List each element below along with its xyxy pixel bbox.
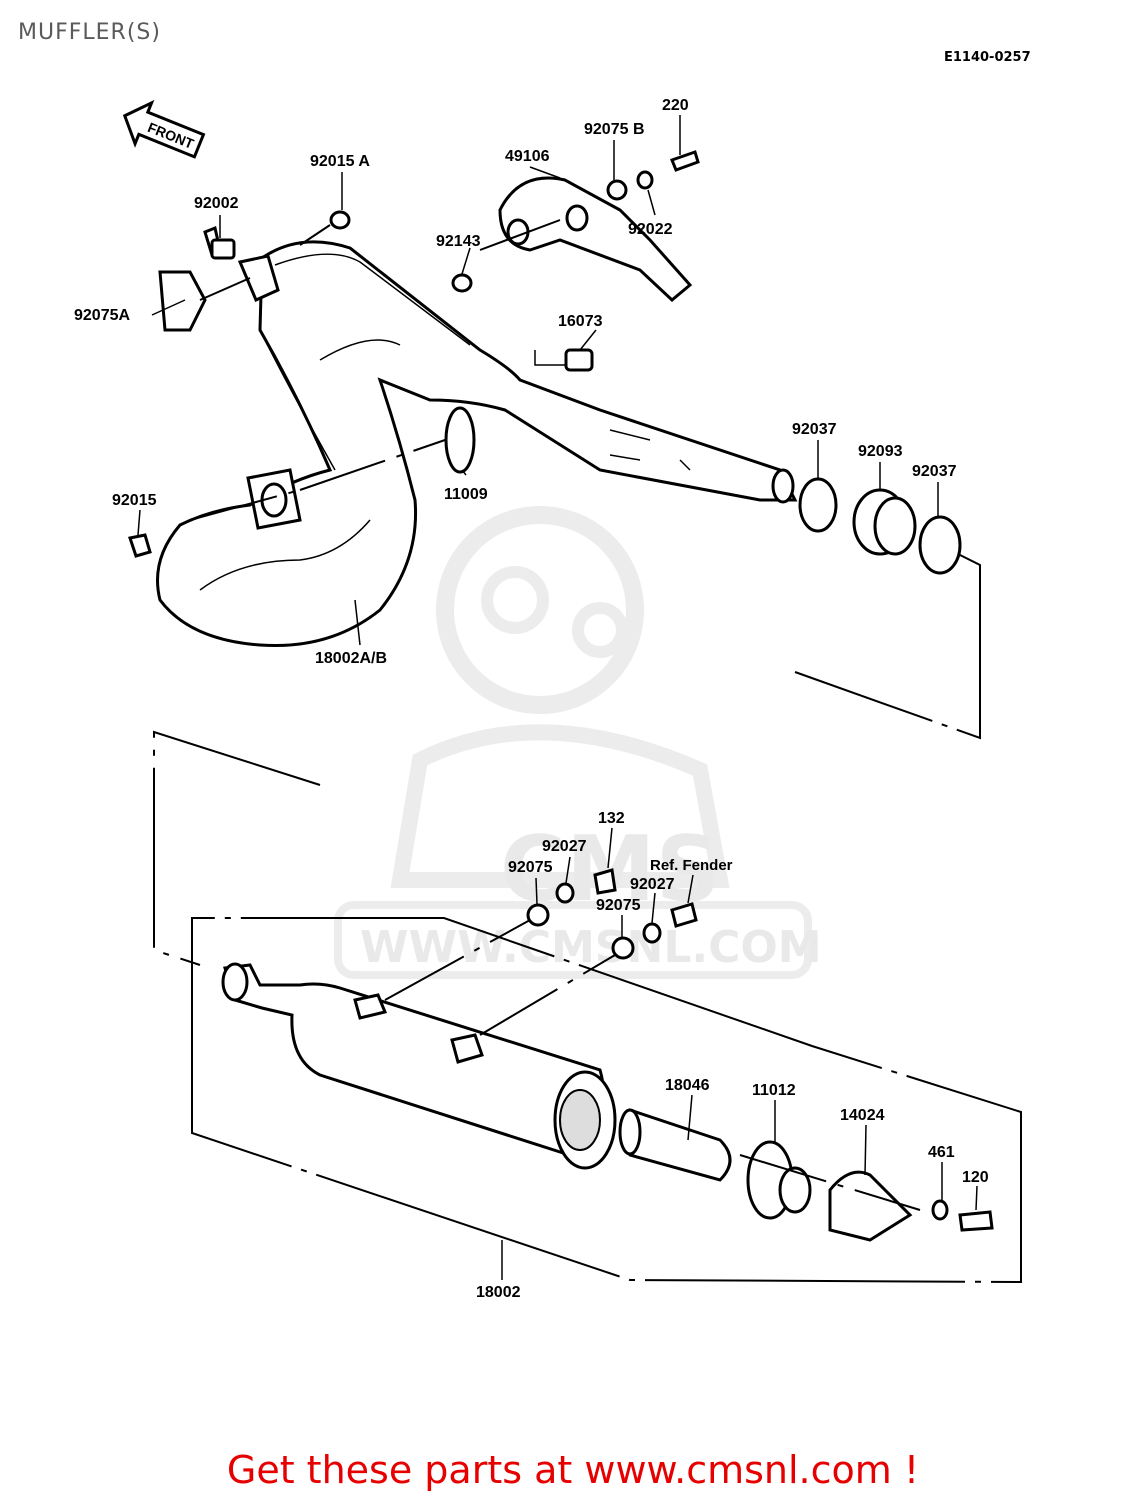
assembly-bracket-lower <box>191 917 1022 1284</box>
part-labels: 220 92075 B 49106 92022 92015 A 92002 92… <box>74 97 989 1301</box>
part-label-92075a: 92075A <box>74 307 130 324</box>
damper-92075c-icon <box>526 903 550 927</box>
collar-92027b-icon <box>642 922 662 944</box>
lower-fasteners <box>526 868 698 960</box>
part-label-92027-b: 92027 <box>630 876 675 893</box>
leader-lines-lower <box>384 827 978 1280</box>
watermark-badge <box>334 901 812 979</box>
watermark-logo-body <box>390 724 730 888</box>
part-label-461: 461 <box>928 1144 955 1161</box>
part-label-14024: 14024 <box>840 1107 885 1124</box>
gasket-11009-icon <box>444 406 476 474</box>
part-label-16073: 16073 <box>558 313 603 330</box>
part-label-18046: 18046 <box>665 1077 710 1094</box>
part-label-92022: 92022 <box>628 221 673 238</box>
watermark-logo-eye-2 <box>572 602 628 658</box>
front-arrow: FRONT <box>122 99 206 159</box>
clamps <box>798 477 962 575</box>
watermark: CMS WWW.CMSNL.COM <box>334 506 822 979</box>
part-label-220: 220 <box>662 97 689 114</box>
part-label-92093: 92093 <box>858 443 903 460</box>
expansion-chamber <box>156 240 798 648</box>
watermark-url: WWW.CMSNL.COM <box>360 922 822 973</box>
part-label-132: 132 <box>598 810 625 827</box>
damper-92075b-icon <box>606 179 628 201</box>
part-label-18002: 18002 <box>476 1284 521 1301</box>
part-label-92143: 92143 <box>436 233 481 250</box>
exploded-parts-diagram: CMS WWW.CMSNL.COM FRONT <box>74 97 1022 1301</box>
part-label-120: 120 <box>962 1169 989 1186</box>
watermark-logo-head <box>436 506 644 714</box>
part-label-92027-a: 92027 <box>542 838 587 855</box>
bolt-132-icon <box>593 868 617 895</box>
washer-92143-icon <box>451 273 473 293</box>
part-label-92037-upper-b: 92037 <box>912 463 957 480</box>
page-title: MUFFLER(S) <box>18 20 161 45</box>
part-label-92075-c: 92075 <box>508 859 553 876</box>
part-label-18002ab: 18002A/B <box>315 650 387 667</box>
bolt-120-icon <box>958 1210 994 1232</box>
assembly-bracket-upper <box>794 554 981 740</box>
washer-92022-icon <box>636 170 654 190</box>
silencer-18002 <box>221 962 617 1170</box>
washer-461-icon <box>931 1199 949 1221</box>
part-label-92015: 92015 <box>112 492 157 509</box>
front-arrow-icon <box>122 99 206 159</box>
clamp-92037a-icon <box>798 477 838 533</box>
spark-arrester-14024-icon <box>828 1170 913 1242</box>
part-label-92037-upper-a: 92037 <box>792 421 837 438</box>
nut-92015a-icon <box>329 210 351 230</box>
bolt-ref-fender-icon <box>670 902 698 928</box>
leader-lines-upper <box>137 115 939 646</box>
part-label-11012: 11012 <box>752 1082 796 1099</box>
part-label-92002: 92002 <box>194 195 239 212</box>
silencer-internals <box>618 1108 994 1242</box>
collar-92027a-icon <box>555 882 575 904</box>
heat-guard-49106 <box>498 176 693 303</box>
watermark-logo-eye <box>481 566 549 634</box>
assembly-bracket-left <box>153 730 321 966</box>
clip-16073-icon <box>564 348 594 372</box>
clamp-92037b-icon <box>918 515 962 575</box>
part-label-49106: 49106 <box>505 148 550 165</box>
diagram-code: E1140-0257 <box>944 50 1031 65</box>
part-label-92015a: 92015 A <box>310 153 370 170</box>
upper-fasteners <box>128 150 700 558</box>
part-label-ref-fender: Ref. Fender <box>650 857 733 874</box>
footer-promo[interactable]: Get these parts at www.cmsnl.com ! <box>226 1448 920 1492</box>
bolt-220-icon <box>670 150 700 172</box>
part-label-92075-d: 92075 <box>596 897 641 914</box>
part-label-92075b: 92075 B <box>584 121 645 138</box>
nut-92015-icon <box>128 533 152 558</box>
damper-92075d-icon <box>611 936 635 960</box>
part-label-11009: 11009 <box>444 486 488 503</box>
